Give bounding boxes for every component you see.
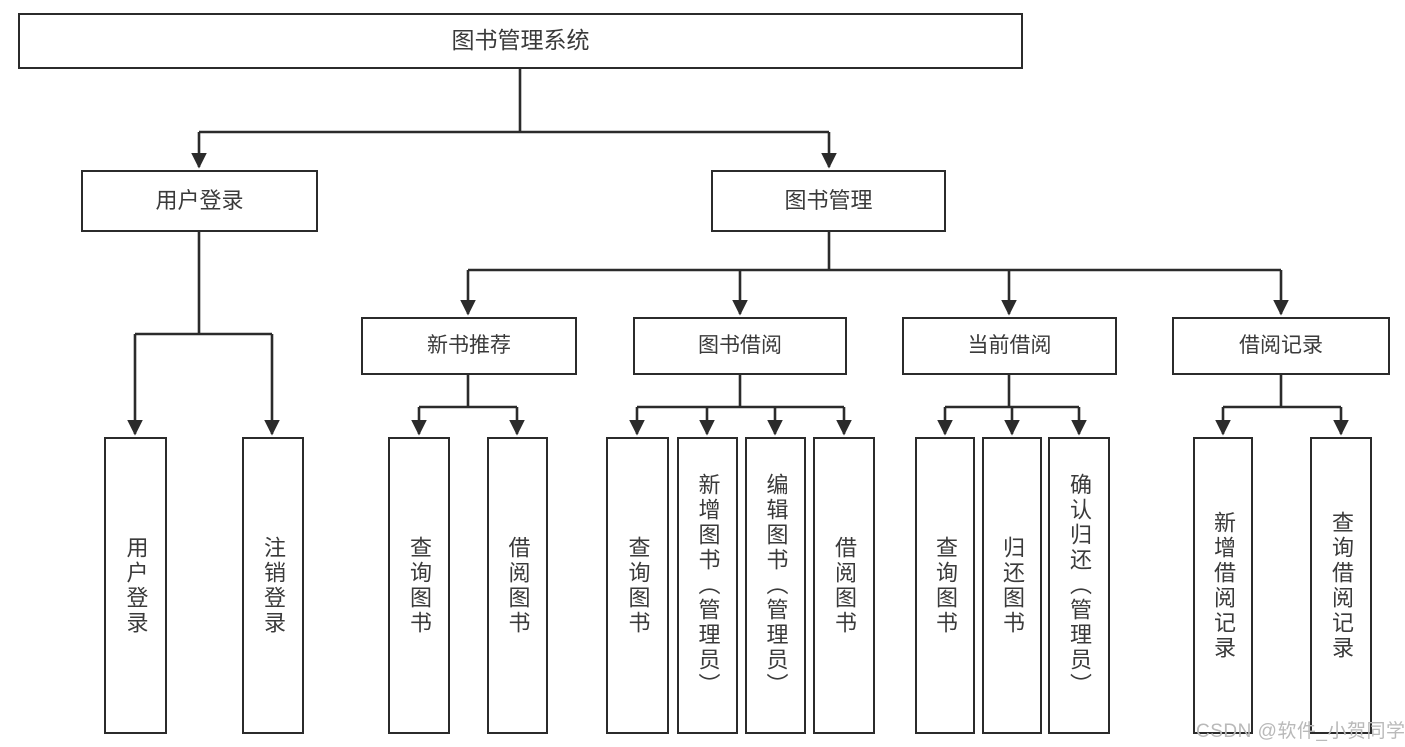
leaf-node[interactable]: 借阅图书 (487, 437, 548, 734)
leaf-node[interactable]: 查询图书 (915, 437, 975, 734)
leaf-node-label: 查询图书 (407, 535, 432, 636)
leaf-node[interactable]: 查询图书 (606, 437, 669, 734)
node-current-borrow[interactable]: 当前借阅 (902, 317, 1117, 375)
leaf-node-label: 查询借阅记录 (1329, 510, 1354, 661)
node-book-borrow[interactable]: 图书借阅 (633, 317, 847, 375)
node-new-book-recommend[interactable]: 新书推荐 (361, 317, 577, 375)
leaf-node[interactable]: 新增图书（管理员） (677, 437, 738, 734)
leaf-node[interactable]: 新增借阅记录 (1193, 437, 1253, 734)
node-book-borrow-label: 图书借阅 (698, 333, 782, 357)
leaf-node[interactable]: 注销登录 (242, 437, 304, 734)
leaf-node[interactable]: 归还图书 (982, 437, 1042, 734)
leaf-node[interactable]: 借阅图书 (813, 437, 875, 734)
node-book-management-label: 图书管理 (784, 188, 873, 214)
leaf-node-label: 归还图书 (1000, 535, 1025, 636)
leaf-node-label: 借阅图书 (832, 535, 857, 636)
leaf-node-label: 借阅图书 (505, 535, 531, 636)
node-root-label: 图书管理系统 (451, 27, 590, 54)
node-borrow-record[interactable]: 借阅记录 (1172, 317, 1390, 375)
leaf-node-label: 查询图书 (625, 535, 651, 636)
leaf-node[interactable]: 查询借阅记录 (1310, 437, 1372, 734)
node-current-borrow-label: 当前借阅 (967, 333, 1052, 357)
leaf-node-label: 编辑图书（管理员） (763, 473, 789, 698)
leaf-node-label: 新增借阅记录 (1211, 510, 1236, 661)
node-user-login-label: 用户登录 (155, 188, 244, 214)
node-new-book-recommend-label: 新书推荐 (427, 333, 511, 357)
leaf-node[interactable]: 编辑图书（管理员） (745, 437, 806, 734)
leaf-node[interactable]: 确认归还（管理员） (1048, 437, 1110, 734)
node-borrow-record-label: 借阅记录 (1239, 333, 1323, 357)
leaf-node[interactable]: 查询图书 (388, 437, 450, 734)
leaf-node[interactable]: 用户登录 (104, 437, 167, 734)
node-root[interactable]: 图书管理系统 (18, 13, 1023, 69)
leaf-node-label: 确认归还（管理员） (1067, 473, 1092, 698)
watermark: CSDN @软件_小贺同学 (1196, 721, 1405, 742)
leaf-node-label: 注销登录 (261, 535, 286, 636)
leaf-node-label: 用户登录 (123, 535, 149, 636)
leaf-node-label: 新增图书（管理员） (695, 473, 721, 698)
node-book-management[interactable]: 图书管理 (711, 170, 946, 232)
node-user-login[interactable]: 用户登录 (81, 170, 318, 232)
leaf-node-label: 查询图书 (933, 535, 958, 636)
